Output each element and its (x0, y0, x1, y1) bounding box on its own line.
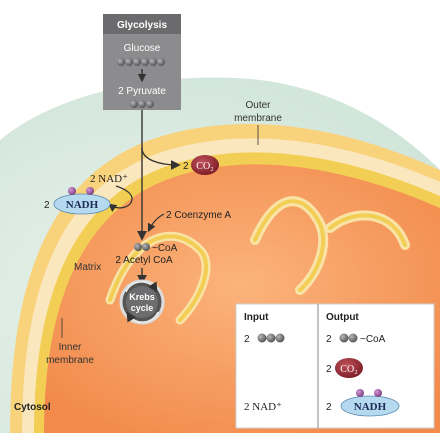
output-nadh-count: 2 (326, 402, 332, 413)
nad-reduction-arrow (108, 185, 133, 212)
output-nadh-molecule: NADH (340, 389, 400, 417)
output-coa-molecule (339, 333, 358, 343)
cytosol-label: Cytosol (14, 402, 51, 413)
glucose-label: Glucose (124, 43, 161, 54)
acetyl-coa-molecule (134, 243, 150, 251)
co2-molecule: CO₂ (191, 155, 219, 175)
glucose-molecule (117, 58, 165, 66)
input-pyruvate-count: 2 (244, 334, 250, 345)
inner-membrane-label-2: membrane (46, 355, 94, 366)
input-nad-label: 2 NAD⁺ (244, 401, 282, 413)
nad-plus-label: 2 NAD⁺ (90, 173, 128, 185)
inner-membrane-label-1: Inner (59, 342, 82, 353)
matrix-label: Matrix (74, 262, 101, 273)
pyruvate-label: 2 Pyruvate (118, 86, 166, 97)
output-nadh-label: NADH (354, 401, 387, 413)
outer-membrane-label-2: membrane (234, 113, 282, 124)
pyruvate-molecule (130, 100, 154, 108)
crista-fold-core (108, 234, 209, 322)
output-coa-count: 2 (326, 334, 332, 345)
crista-fold-core (328, 213, 407, 247)
co2-symbol: CO₂ (196, 161, 213, 172)
coa-label: ~CoA (152, 243, 178, 254)
outer-membrane-label-1: Outer (245, 100, 271, 111)
krebs-label-1: Krebs (129, 292, 155, 302)
nadh-label: NADH (66, 199, 99, 211)
output-co2-count: 2 (326, 364, 332, 375)
summary-table: Input Output 2 2 ~CoA 2 CO₂ 2 NAD⁺ 2 (235, 303, 435, 429)
acetyl-coa-label: 2 Acetyl CoA (115, 255, 173, 266)
coenzyme-a-label: 2 Coenzyme A (166, 210, 231, 221)
input-pyruvate-molecule (257, 333, 285, 343)
krebs-cycle: Krebs cycle (119, 279, 165, 325)
output-coa-label: ~CoA (360, 334, 386, 345)
krebs-label-2: cycle (131, 303, 154, 313)
glycolysis-box: Glycolysis Glucose 2 Pyruvate (103, 14, 181, 110)
glycolysis-title: Glycolysis (117, 20, 167, 31)
coenzyme-a-arrow (147, 213, 165, 233)
co2-count: 2 (183, 161, 189, 172)
nadh-molecule: NADH (53, 187, 111, 215)
table-input-header: Input (244, 312, 269, 323)
table-output-header: Output (326, 312, 359, 323)
output-co2-molecule: CO₂ (335, 358, 363, 378)
nadh-count: 2 (44, 200, 50, 211)
crista-fold-core (253, 199, 326, 292)
output-co2-symbol: CO₂ (340, 364, 357, 375)
